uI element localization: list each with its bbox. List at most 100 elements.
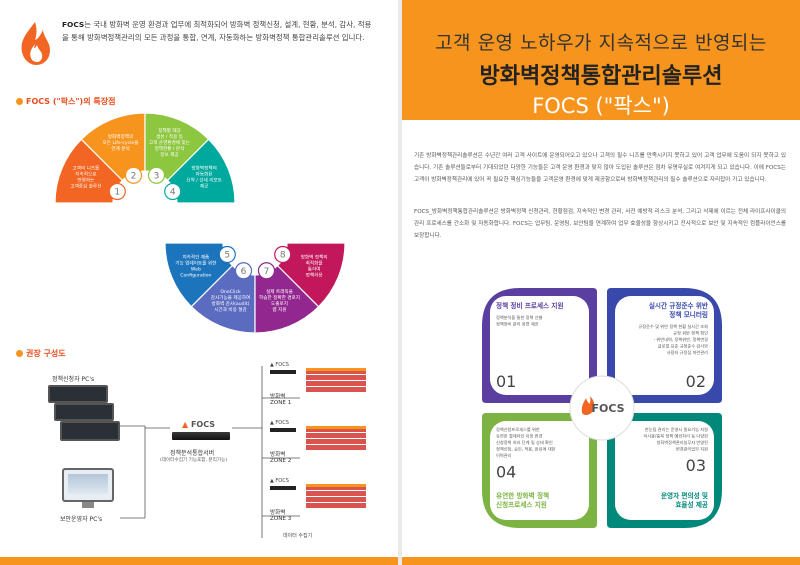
quadrant-body-line: 규정 위반 정책 확인 xyxy=(673,330,708,337)
feature-text: 방화벽정책의 xyxy=(108,133,133,140)
quadrant-body-line: - 위반내역, 정책위반, 정책변경 xyxy=(654,336,709,343)
zone-tag: ▲ FOCS xyxy=(270,362,289,368)
features-heading: FOCS ("팍스")의 특장점 xyxy=(16,96,115,107)
quadrant-title: 유연한 방화벽 정책 xyxy=(496,491,549,500)
feature-text: 고객의 니즈를 xyxy=(72,165,99,172)
firewall-device-icon xyxy=(270,370,296,374)
quadrant-body-line: 변경관리업무 지원 xyxy=(676,446,708,453)
zone-tag: ▲ FOCS xyxy=(270,420,289,426)
feature-number-badge xyxy=(218,245,236,264)
zone-tag: ▲ FOCS xyxy=(270,478,289,484)
feature-text: 자동화된 xyxy=(196,171,213,178)
feature-text: 최적화를 xyxy=(306,259,323,266)
feature-text: 지속적으로 xyxy=(75,171,96,178)
bullet-icon xyxy=(16,350,23,357)
feature-number-badge xyxy=(108,182,126,201)
feature-text: OneClick xyxy=(220,289,241,295)
feature-number-badge xyxy=(124,166,143,184)
client-top-label: 정책신청자 PC's xyxy=(52,376,95,383)
flame-logo-icon xyxy=(21,22,50,65)
quadrant-body-line: 사용자 규정집 마련관리 xyxy=(667,349,708,356)
quadrant-body-line: 정책분석을 통한 정책 선별 xyxy=(496,314,543,321)
right-footer-bar xyxy=(402,557,800,565)
center-logo: FOCS xyxy=(569,375,635,441)
feature-number: 6 xyxy=(241,267,247,277)
zone-name: 방화벽 xyxy=(270,394,286,400)
quadrant-body-line: 신청정책 처리 단계 및 상태 확인 xyxy=(496,439,553,446)
feature-text: 랩 지원 xyxy=(272,306,286,313)
monitor-icon xyxy=(60,421,120,441)
quadrant-title: 신청프로세스 지원 xyxy=(496,500,547,509)
feature-text: 학습한 정확한 경로지 xyxy=(259,294,300,301)
title-line-1: 고객 운영 노하우가 지속적으로 반영되는 xyxy=(435,32,767,54)
feature-text: 모든 Life-cycle을 xyxy=(103,140,139,146)
quadrant-body-line: 미사용/중복 정책 예외처리 등 다양한 xyxy=(643,433,708,440)
feature-text: 정보 제공 xyxy=(160,151,178,158)
feature-number-badge xyxy=(164,182,182,201)
quadrant-title: 운영자 편의성 및 xyxy=(661,491,708,500)
intro-text: 는 국내 방화벽 운영 환경과 업무에 최적화되어 방화벽 정책신청, 설계, … xyxy=(62,20,372,42)
intro-lead: FOCS xyxy=(62,20,85,29)
right-page: 고객 운영 노하우가 지속적으로 반영되는 방화벽정책통합관리솔루션 FOCS … xyxy=(402,0,800,565)
feature-number-badge xyxy=(257,262,276,280)
feature-number: 1 xyxy=(114,188,120,198)
quadrant-number: 02 xyxy=(686,372,706,391)
paragraph-1: 기존 방화벽정책관리솔루션은 수년간 여러 고객 사이트에 운영되어오고 있으나… xyxy=(414,153,786,183)
feature-text: 생성 / 적용 등 xyxy=(156,133,183,140)
monitor-icon xyxy=(48,385,108,403)
feature-text: 방화벽 정책의 xyxy=(301,253,328,260)
flame-icon: ▲ xyxy=(182,420,189,429)
collector-label: 데이터 수집기 xyxy=(283,533,313,539)
left-page: FOCS는 국내 방화벽 운영 환경과 업무에 최적화되어 방화벽 정책신청, … xyxy=(0,0,398,565)
quadrant-body-line: 글로벌 표준 규정준수 감사와 xyxy=(658,343,708,350)
quadrant-number: 03 xyxy=(686,456,706,475)
feature-text: 실제 트래픽을 xyxy=(266,288,293,295)
feature-number-badge xyxy=(234,262,253,280)
quadrant-body-line: 정책신청프로세스를 위한 xyxy=(496,426,540,433)
feature-number: 3 xyxy=(154,171,160,181)
title-line-3: FOCS ("팍스") xyxy=(532,94,670,118)
client-bottom-label: 보안운영자 PC's xyxy=(60,516,103,523)
feature-number: 8 xyxy=(280,251,286,261)
feature-text: 방화벽 감사(audit) xyxy=(212,300,250,307)
header-band xyxy=(402,0,800,120)
flame-icon xyxy=(581,396,595,415)
feature-text: 고객중심 솔루션 xyxy=(70,183,101,190)
feature-text: 감사기능을 제공하여 xyxy=(211,294,251,301)
intro-paragraph: FOCS는 국내 방화벽 운영 환경과 업무에 최적화되어 방화벽 정책신청, … xyxy=(62,18,378,44)
feature-number-badge xyxy=(147,166,166,184)
paragraph-2: FOCS_방화벽정책통합관리솔루션은 방화벽정책 신청관리, 현황점검, 지속적… xyxy=(414,209,786,239)
quadrant-body-line: 방화벽정책관리실무자 반영된 xyxy=(657,439,709,446)
feature-text: Web xyxy=(191,266,201,272)
center-logo-text: FOCS xyxy=(591,402,624,415)
feature-text: 정책현황 / 분석 xyxy=(155,145,185,152)
title-line-2: 방화벽정책통합관리솔루션 xyxy=(479,64,723,89)
feature-text: 통하여 xyxy=(308,265,321,272)
quadrant-body-line: 정책정비 관리 화면 제공 xyxy=(496,321,539,328)
monitor-icon xyxy=(62,468,114,502)
feature-text: 연계 분석 xyxy=(111,145,129,152)
server-icon xyxy=(172,432,230,440)
quadrant-number: 01 xyxy=(496,372,516,391)
monitor-icon xyxy=(54,403,114,421)
feature-text: 기능 업데이트를 위한 xyxy=(175,259,217,266)
quadrant-body-line: 정책신청, 승인, 적용, 완료에 대한 xyxy=(496,446,556,453)
feature-text: 정책별 태깅 xyxy=(158,127,181,134)
quadrant-body-line: 이력관리 xyxy=(496,452,512,459)
feature-text: 제공 xyxy=(200,183,208,190)
feature-number: 7 xyxy=(264,267,270,277)
brick-wall-icon xyxy=(306,484,366,508)
quadrant-title: 정책 모니터링 xyxy=(669,310,708,319)
quadrant-title: 정책 정비 프로세스 지원 xyxy=(496,301,564,310)
feature-number: 2 xyxy=(131,171,137,181)
